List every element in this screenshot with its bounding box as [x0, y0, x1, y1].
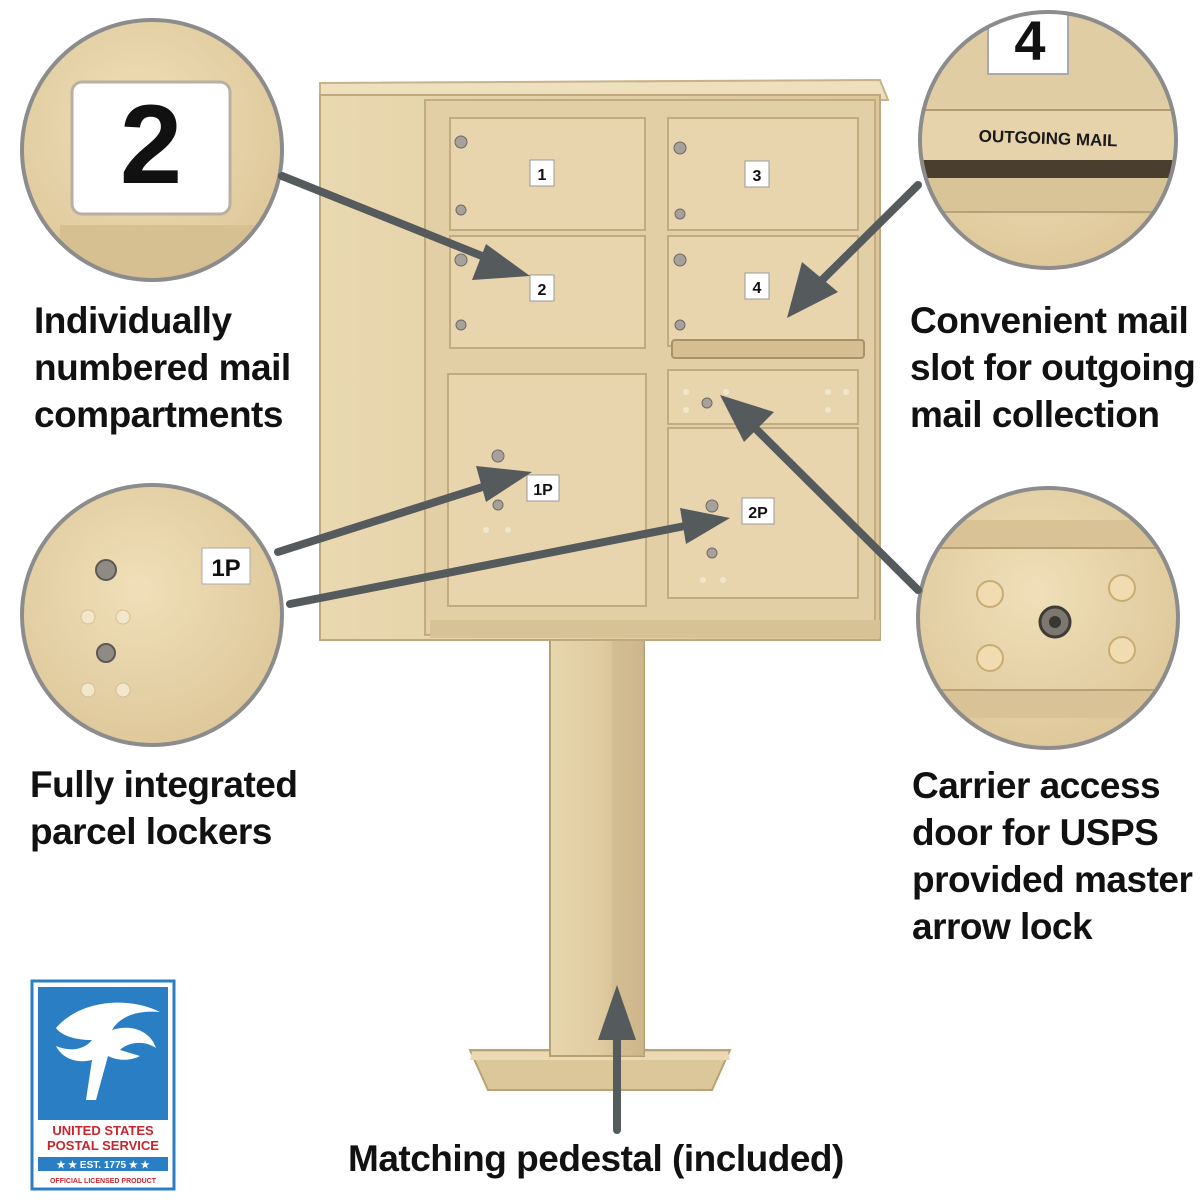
caption-line: arrow lock [912, 906, 1093, 947]
caption-line: parcel lockers [30, 811, 272, 852]
caption-line: compartments [34, 394, 283, 435]
pedestal [468, 635, 732, 1091]
zoom-outgoing-number: 4 [1014, 9, 1045, 72]
zoom-outgoing-mail-slot: 4 OUTGOING MAIL [918, 9, 1178, 270]
arrow-outgoing [811, 181, 922, 291]
zoom-parcel-label: 1P [211, 555, 240, 582]
arrowhead-outgoing [787, 262, 838, 318]
arrowhead-pedestal [598, 985, 636, 1040]
usps-licensed-logo: UNITED STATES POSTAL SERVICE ★ ★ EST. 17… [30, 979, 176, 1191]
caption-line: numbered mail [34, 347, 291, 388]
usps-line-4: OFFICIAL LICENSED PRODUCT [50, 1178, 157, 1185]
door-label-1p: 1P [533, 482, 553, 499]
zoom-outgoing-plate: OUTGOING MAIL [978, 127, 1117, 151]
mailbox-cabinet: 1 2 3 4 1P 2P [319, 78, 890, 641]
door-number-tags: 1 2 3 4 1P 2P [526, 159, 775, 525]
zoom-parcel-locker: 1P [20, 483, 284, 747]
arrow-parcel-2 [286, 521, 694, 608]
caption-parcel-lockers: Fully integrated parcel lockers [30, 761, 298, 855]
caption-line: Individually [34, 300, 232, 341]
caption-outgoing-mail-slot: Convenient mail slot for outgoing mail c… [910, 297, 1196, 438]
eagle-icon [56, 1002, 160, 1100]
arrowhead-carrier [720, 395, 774, 442]
arrowhead-parcel-2 [680, 508, 730, 544]
caption-numbered-compartments: Individually numbered mail compartments [34, 297, 291, 438]
caption-matching-pedestal: Matching pedestal (included) [348, 1135, 844, 1182]
caption-line: provided master [912, 859, 1193, 900]
arrowhead-compartments [472, 244, 530, 280]
arrowhead-parcel-1 [476, 466, 532, 502]
door-label-4: 4 [753, 280, 762, 297]
arrow-carrier [748, 421, 922, 594]
zoom-carrier-lock [916, 486, 1180, 750]
door-label-3: 3 [753, 168, 762, 185]
usps-line-1: UNITED STATES [52, 1123, 154, 1138]
caption-line: mail collection [910, 394, 1160, 435]
caption-line: Matching pedestal (included) [348, 1138, 844, 1179]
caption-line: Convenient mail [910, 300, 1189, 341]
caption-line: Carrier access [912, 765, 1161, 806]
caption-line: Fully integrated [30, 764, 298, 805]
usps-line-3: ★ ★ EST. 1775 ★ ★ [56, 1160, 149, 1171]
caption-line: slot for outgoing [910, 347, 1196, 388]
arrow-parcel-1 [274, 480, 496, 556]
door-label-2: 2 [538, 282, 547, 299]
callout-arrows [274, 172, 922, 1134]
zoom-numbered-compartment: 2 [20, 18, 284, 282]
arrow-compartments [278, 172, 496, 264]
door-label-1: 1 [538, 167, 547, 184]
usps-line-2: POSTAL SERVICE [47, 1138, 159, 1153]
zoom-compartment-number: 2 [120, 82, 182, 207]
door-label-2p: 2P [748, 505, 768, 522]
caption-carrier-access-door: Carrier access door for USPS provided ma… [912, 762, 1193, 950]
caption-line: door for USPS [912, 812, 1159, 853]
